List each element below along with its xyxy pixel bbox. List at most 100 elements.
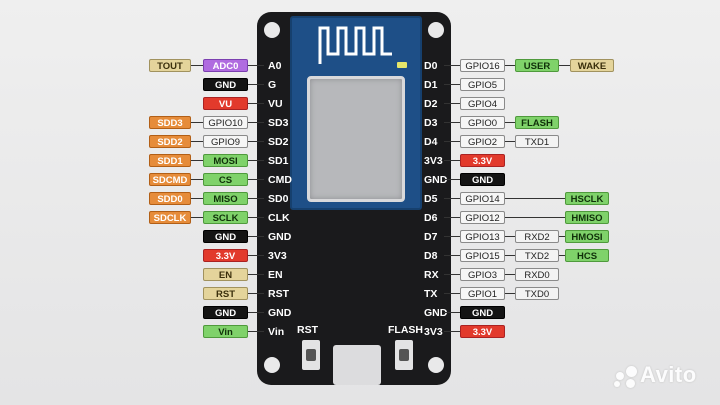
left-alt-function-tag: SDCMD — [149, 173, 191, 186]
right-function-tag: GPIO0 — [460, 116, 505, 129]
right-alt-function-tag: RXD0 — [515, 268, 559, 281]
left-function-tag: RST — [203, 287, 248, 300]
right-function-tag: GPIO12 — [460, 211, 505, 224]
rst-button[interactable] — [302, 340, 320, 370]
left-pin-label: CMD — [268, 174, 292, 186]
connector-line — [191, 198, 203, 199]
left-function-tag: Vin — [203, 325, 248, 338]
mounting-hole — [428, 22, 444, 38]
right-function-tag: GPIO1 — [460, 287, 505, 300]
right-pin-label: GND — [424, 174, 448, 186]
left-function-tag: MOSI — [203, 154, 248, 167]
left-function-tag: GND — [203, 78, 248, 91]
right-function-tag: GPIO15 — [460, 249, 505, 262]
watermark-logo-icon — [616, 372, 624, 380]
right-function-tag: GPIO13 — [460, 230, 505, 243]
status-led — [397, 62, 407, 68]
right-alt-function-tag: TXD0 — [515, 287, 559, 300]
right-function-tag: GPIO5 — [460, 78, 505, 91]
connector-line — [444, 217, 460, 218]
left-pin-label: RST — [268, 288, 289, 300]
right-extra-function-tag: WAKE — [570, 59, 614, 72]
connector-line — [191, 122, 203, 123]
left-function-tag: SCLK — [203, 211, 248, 224]
right-alt-function-tag: FLASH — [515, 116, 559, 129]
right-alt-function-tag: USER — [515, 59, 559, 72]
connector-line — [191, 141, 203, 142]
left-alt-function-tag: SDD0 — [149, 192, 191, 205]
right-alt-function-tag: RXD2 — [515, 230, 559, 243]
connector-line — [505, 236, 515, 237]
connector-line — [248, 198, 264, 199]
left-pin-label: CLK — [268, 212, 290, 224]
right-function-tag: GPIO2 — [460, 135, 505, 148]
right-function-tag: GPIO14 — [460, 192, 505, 205]
left-function-tag: MISO — [203, 192, 248, 205]
left-function-tag: VU — [203, 97, 248, 110]
watermark-logo-icon — [626, 379, 635, 388]
right-alt-function-tag: TXD1 — [515, 135, 559, 148]
left-alt-function-tag: SDD2 — [149, 135, 191, 148]
right-pin-label: D2 — [424, 98, 438, 110]
right-hspi-function-tag: HSCLK — [565, 192, 609, 205]
connector-line — [248, 179, 264, 180]
watermark-text: Avito — [640, 362, 697, 387]
rst-button-label: RST — [297, 324, 318, 336]
right-function-tag: GPIO16 — [460, 59, 505, 72]
watermark-logo-icon — [614, 381, 620, 387]
right-function-tag: GPIO3 — [460, 268, 505, 281]
right-function-tag: 3.3V — [460, 325, 505, 338]
left-alt-function-tag: SDD3 — [149, 116, 191, 129]
left-pin-label: SD1 — [268, 155, 289, 167]
connector-line — [248, 274, 264, 275]
right-pin-label: D4 — [424, 136, 438, 148]
connector-line — [444, 84, 460, 85]
right-function-tag: GND — [460, 173, 505, 186]
right-pin-label: RX — [424, 269, 439, 281]
left-pin-label: SD3 — [268, 117, 289, 129]
left-pin-label: GND — [268, 307, 292, 319]
left-alt-function-tag: SDD1 — [149, 154, 191, 167]
connector-line — [248, 255, 264, 256]
connector-line — [248, 160, 264, 161]
connector-line — [248, 217, 264, 218]
connector-line — [191, 65, 203, 66]
connector-line — [191, 160, 203, 161]
right-function-tag: GND — [460, 306, 505, 319]
connector-line — [248, 103, 264, 104]
left-pin-label: G — [268, 79, 277, 91]
mounting-hole — [264, 22, 280, 38]
left-pin-label: GND — [268, 231, 292, 243]
connector-line — [248, 65, 264, 66]
antenna-trace-icon — [318, 26, 392, 64]
connector-line — [559, 255, 565, 256]
connector-line — [444, 122, 460, 123]
left-pin-label: A0 — [268, 60, 282, 72]
flash-button-label: FLASH — [388, 324, 423, 336]
flash-button[interactable] — [395, 340, 413, 370]
mounting-hole — [428, 357, 444, 373]
right-hspi-function-tag: HMISO — [565, 211, 609, 224]
connector-line — [505, 122, 515, 123]
connector-line — [444, 331, 460, 332]
connector-line — [248, 122, 264, 123]
right-pin-label: D6 — [424, 212, 438, 224]
connector-line — [505, 255, 515, 256]
connector-line — [559, 65, 570, 66]
left-alt-function-tag: TOUT — [149, 59, 191, 72]
usb-port — [333, 345, 381, 385]
rf-shield — [307, 76, 405, 202]
connector-line — [559, 236, 565, 237]
right-function-tag: GPIO4 — [460, 97, 505, 110]
left-function-tag: GPIO9 — [203, 135, 248, 148]
left-function-tag: CS — [203, 173, 248, 186]
connector-line — [505, 293, 515, 294]
connector-line — [191, 179, 203, 180]
right-pin-label: D3 — [424, 117, 438, 129]
left-alt-function-tag: SDCLK — [149, 211, 191, 224]
connector-line — [505, 274, 515, 275]
right-pin-label: D0 — [424, 60, 438, 72]
right-alt-function-tag: TXD2 — [515, 249, 559, 262]
connector-line — [248, 84, 264, 85]
